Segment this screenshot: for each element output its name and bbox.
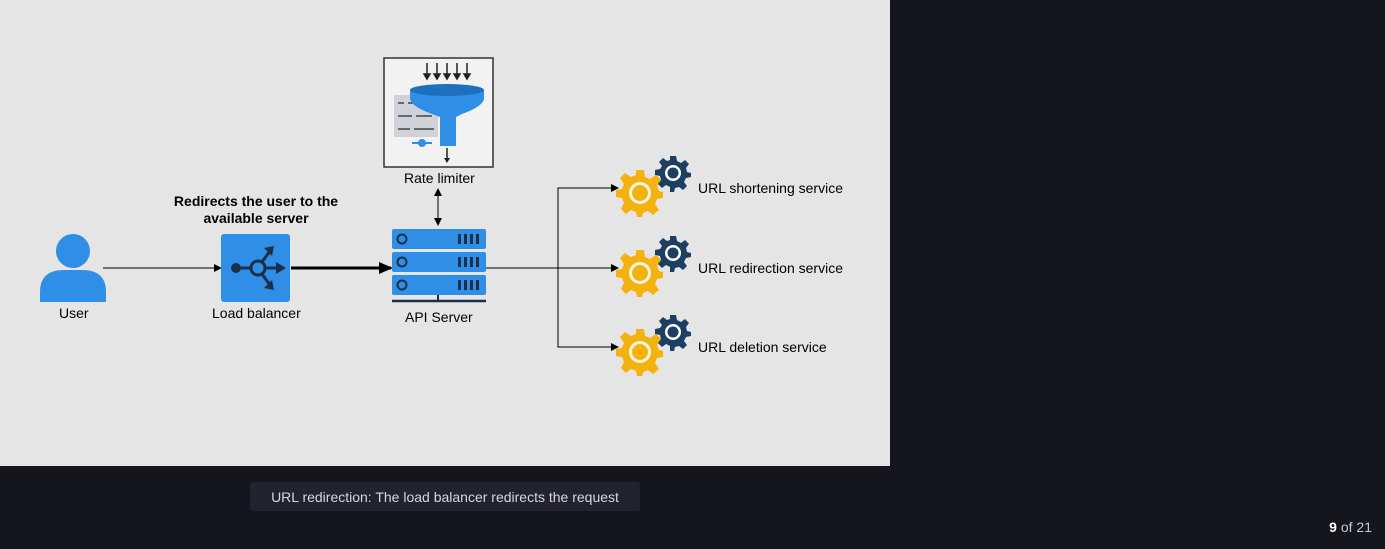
slide-caption: URL redirection: The load balancer redir… <box>250 482 640 511</box>
api-server-label: API Server <box>405 309 473 325</box>
rate-limiter-label: Rate limiter <box>404 170 475 186</box>
gears-icon-redirection <box>616 236 691 297</box>
service-label-deletion: URL deletion service <box>698 339 827 355</box>
gears-icon-shortening <box>616 156 691 217</box>
load-balancer-label: Load balancer <box>212 305 301 321</box>
gears-icon-deletion <box>616 315 691 376</box>
diagram-slide: Redirects the user to the available serv… <box>0 0 890 466</box>
funnel-icon <box>383 57 494 168</box>
caption-text: URL redirection: The load balancer redir… <box>271 488 619 505</box>
load-balancer-icon <box>221 234 290 302</box>
service-label-shortening: URL shortening service <box>698 180 843 196</box>
server-icon <box>392 229 486 303</box>
edges-api-server-to-services <box>486 184 619 351</box>
diagram-canvas <box>40 57 691 376</box>
slide-pager: 9 of 21 <box>1329 519 1372 535</box>
pager-current: 9 <box>1329 519 1337 535</box>
load-balancer-annotation: Redirects the user to the available serv… <box>173 193 339 226</box>
service-label-redirection: URL redirection service <box>698 260 843 276</box>
user-label: User <box>59 305 89 321</box>
user-icon <box>40 234 106 302</box>
pager-total: of 21 <box>1340 519 1372 535</box>
